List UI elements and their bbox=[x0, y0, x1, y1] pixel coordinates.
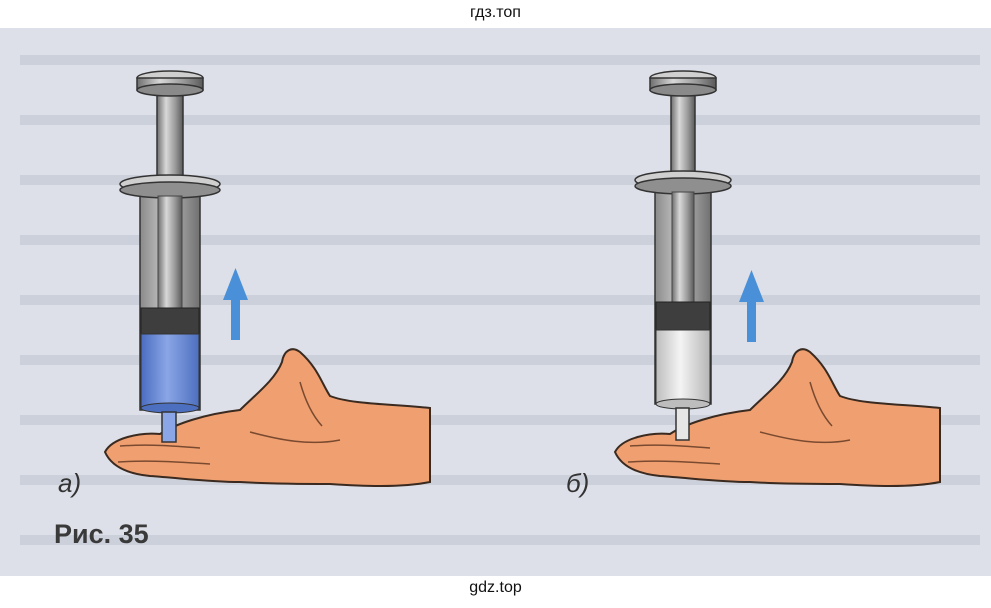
arrow-up-icon-a bbox=[223, 268, 248, 340]
label-a: а) bbox=[58, 468, 82, 498]
figure-caption: Рис. 35 bbox=[54, 519, 149, 549]
label-b: б) bbox=[566, 468, 590, 498]
syringe-a bbox=[119, 70, 221, 443]
hand-b bbox=[613, 348, 941, 487]
arrow-up-icon-b bbox=[739, 270, 764, 342]
watermark-top: гдз.топ bbox=[470, 4, 521, 21]
watermark-bottom: gdz.top bbox=[469, 579, 522, 596]
syringe-b bbox=[634, 70, 732, 441]
hand-a bbox=[103, 348, 431, 487]
